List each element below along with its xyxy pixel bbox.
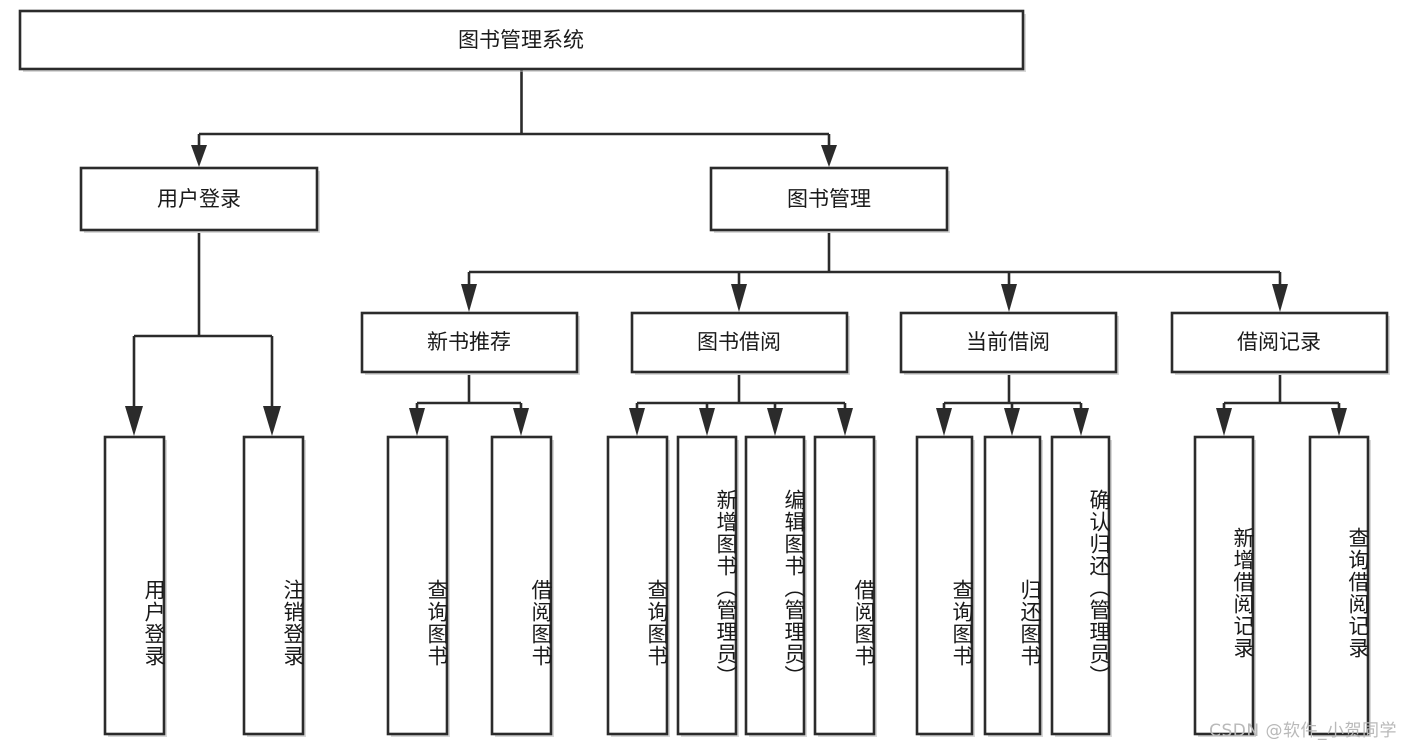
node-record[interactable]: 借阅记录: [1170, 311, 1390, 375]
arrow-leaf4-icon: [513, 408, 529, 436]
node-current-label: 当前借阅: [966, 330, 1050, 354]
node-leaf-10-box[interactable]: [983, 435, 1042, 736]
arrow-leaf2-icon: [263, 406, 281, 436]
node-newbook-label: 新书推荐: [427, 330, 511, 354]
node-borrow[interactable]: 图书借阅: [630, 311, 850, 375]
node-leaf-7-box[interactable]: [744, 435, 806, 736]
node-current[interactable]: 当前借阅: [899, 311, 1119, 375]
node-borrow-label: 图书借阅: [697, 330, 781, 354]
connector-group: [125, 69, 1347, 436]
arrow-bookmgmt-icon: [821, 145, 837, 167]
arrow-leaf1-icon: [125, 406, 143, 436]
arrow-leaf7-icon: [767, 408, 783, 436]
node-bookmgmt-box[interactable]: [709, 166, 949, 232]
node-login[interactable]: 用户登录: [79, 166, 320, 233]
arrow-leaf11-icon: [1073, 408, 1089, 436]
node-record-label: 借阅记录: [1237, 330, 1321, 354]
arrow-leaf9-icon: [936, 408, 952, 436]
node-bookmgmt[interactable]: 图书管理: [709, 166, 950, 233]
arrow-leaf3-icon: [409, 408, 425, 436]
arrow-newbook-icon: [461, 284, 477, 312]
node-newbook-box[interactable]: [360, 311, 579, 374]
arrow-leaf12-icon: [1216, 408, 1232, 436]
node-root[interactable]: 图书管理系统: [18, 9, 1026, 72]
watermark-label: CSDN @软件_小贺同学: [1209, 721, 1397, 741]
node-login-box[interactable]: [79, 166, 319, 232]
arrow-leaf6-icon: [699, 408, 715, 436]
node-leaf-13-box[interactable]: [1308, 435, 1370, 736]
node-current-box[interactable]: [899, 311, 1118, 374]
arrow-leaf5-icon: [629, 408, 645, 436]
arrow-borrow-icon: [731, 284, 747, 312]
arrow-leaf10-icon: [1004, 408, 1020, 436]
node-bookmgmt-label: 图书管理: [787, 187, 871, 211]
node-leaf-6-box[interactable]: [676, 435, 738, 736]
node-leaf-4-box[interactable]: [490, 435, 553, 736]
node-login-label: 用户登录: [157, 187, 241, 211]
arrow-leaf13-icon: [1331, 408, 1347, 436]
node-leaf-2-box[interactable]: [242, 435, 305, 736]
arrow-record-icon: [1272, 284, 1288, 312]
node-record-box[interactable]: [1170, 311, 1389, 374]
node-root-label: 图书管理系统: [458, 28, 584, 52]
node-borrow-box[interactable]: [630, 311, 849, 374]
arrow-leaf8-icon: [837, 408, 853, 436]
arrow-current-icon: [1001, 284, 1017, 312]
node-leaf-11-box[interactable]: [1050, 435, 1111, 736]
leaf-boxes: [103, 435, 1371, 737]
arrow-login-icon: [191, 145, 207, 167]
node-leaf-12-box[interactable]: [1193, 435, 1255, 736]
node-newbook[interactable]: 新书推荐: [360, 311, 580, 375]
node-leaf-8-box[interactable]: [813, 435, 876, 736]
node-leaf-9-box[interactable]: [915, 435, 974, 736]
node-leaf-3-box[interactable]: [386, 435, 449, 736]
node-root-box[interactable]: [18, 9, 1025, 71]
node-leaf-5-box[interactable]: [606, 435, 669, 736]
node-leaf-1-box[interactable]: [103, 435, 166, 736]
